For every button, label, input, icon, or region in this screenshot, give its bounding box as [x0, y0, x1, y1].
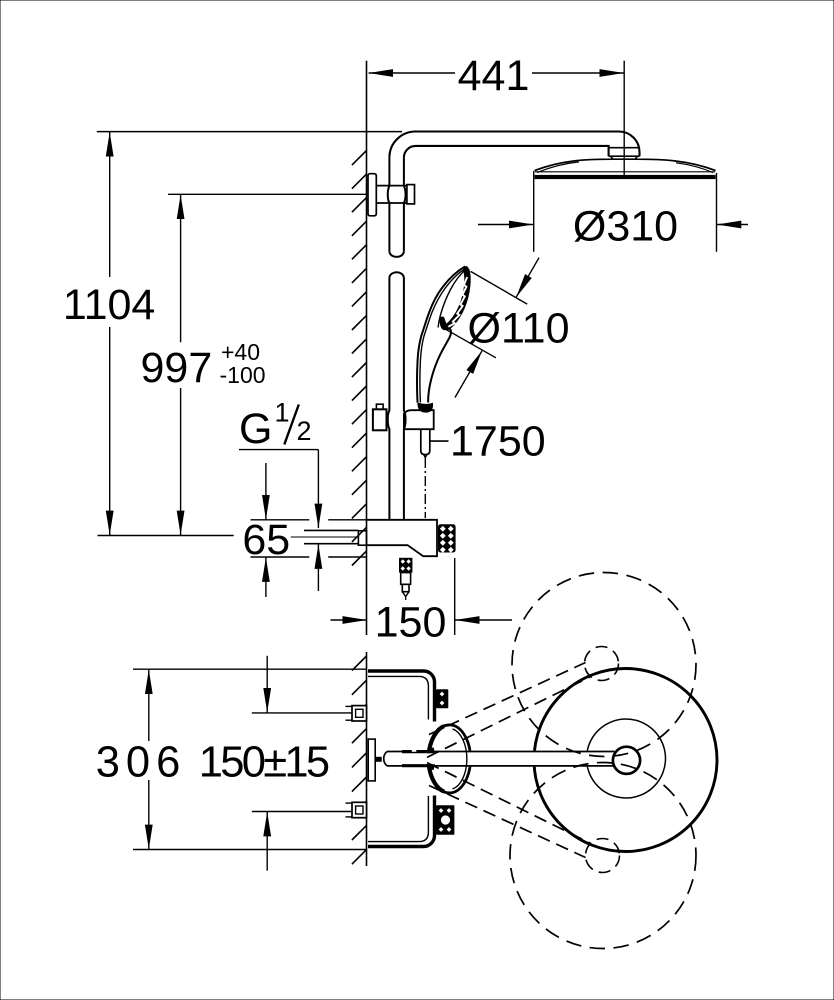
svg-text:-100: -100 — [220, 362, 266, 388]
svg-text:997: 997 — [141, 344, 213, 392]
svg-text:150±15: 150±15 — [199, 738, 329, 786]
svg-text:+40: +40 — [221, 339, 260, 365]
svg-text:1104: 1104 — [63, 281, 155, 329]
svg-text:65: 65 — [242, 516, 290, 564]
svg-text:306: 306 — [96, 738, 187, 786]
svg-text:441: 441 — [458, 52, 530, 100]
svg-text:Ø110: Ø110 — [468, 304, 570, 352]
svg-text:Ø310: Ø310 — [573, 203, 678, 251]
svg-text:2: 2 — [297, 416, 312, 446]
svg-text:G: G — [239, 405, 272, 453]
svg-text:1: 1 — [275, 398, 290, 428]
svg-text:1750: 1750 — [450, 418, 546, 466]
svg-text:150: 150 — [375, 599, 447, 647]
